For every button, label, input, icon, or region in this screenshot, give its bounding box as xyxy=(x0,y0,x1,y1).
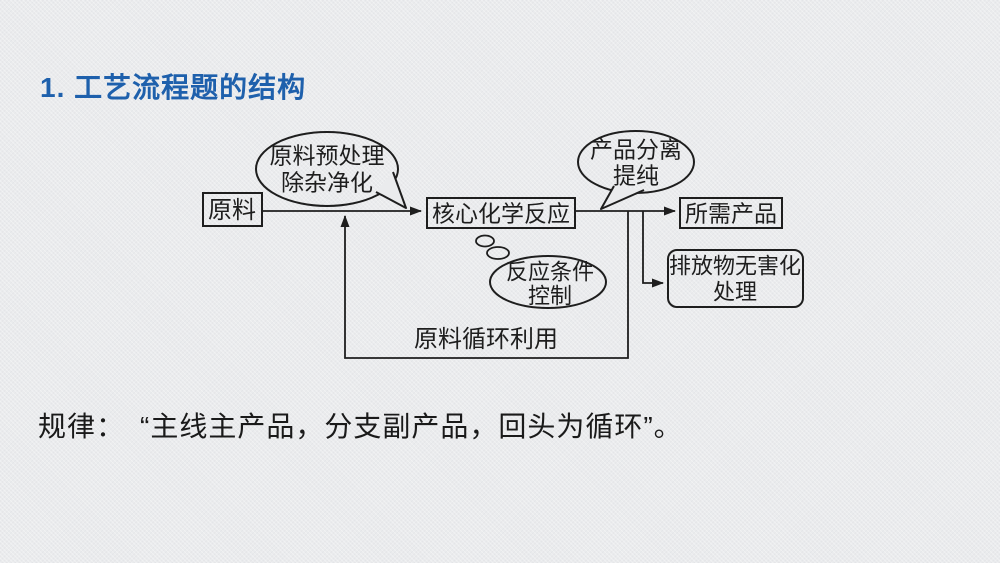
recycle-label: 原料循环利用 xyxy=(414,326,558,353)
raw-material-box xyxy=(202,192,263,227)
rule-text: 规律： “主线主产品，分支副产品，回头为循环”。 xyxy=(38,411,683,442)
core-reaction-label: 核心化学反应 xyxy=(432,202,570,227)
separation-label-line2: 提纯 xyxy=(613,164,659,189)
core-reaction-box xyxy=(426,197,576,229)
separation-bubble-tail xyxy=(600,185,645,210)
pretreatment-bubble-tail xyxy=(375,171,407,209)
emission-treatment-box xyxy=(667,249,804,308)
thought-dot-small xyxy=(475,234,495,248)
emission-treatment-label-line1: 排放物无害化 xyxy=(669,254,801,279)
pretreatment-label-line1: 原料预处理 xyxy=(270,144,385,169)
pretreatment-label-line2: 除杂净化 xyxy=(281,171,373,196)
page-title: 1. 工艺流程题的结构 xyxy=(40,72,307,103)
thought-dot-large xyxy=(486,246,510,260)
pretreatment-bubble xyxy=(255,131,399,207)
condition-label-line1: 反应条件 xyxy=(506,260,594,285)
arrow-branch-to-emission xyxy=(642,211,664,288)
recycle-loop-arrow xyxy=(340,211,629,359)
condition-thought-bubble xyxy=(489,255,607,309)
desired-product-box xyxy=(679,197,783,229)
raw-material-label: 原料 xyxy=(208,197,256,224)
condition-label-line2: 控制 xyxy=(528,284,572,309)
emission-treatment-label-line2: 处理 xyxy=(713,280,757,305)
desired-product-label: 所需产品 xyxy=(685,202,777,227)
separation-label-line1: 产品分离 xyxy=(590,138,682,163)
